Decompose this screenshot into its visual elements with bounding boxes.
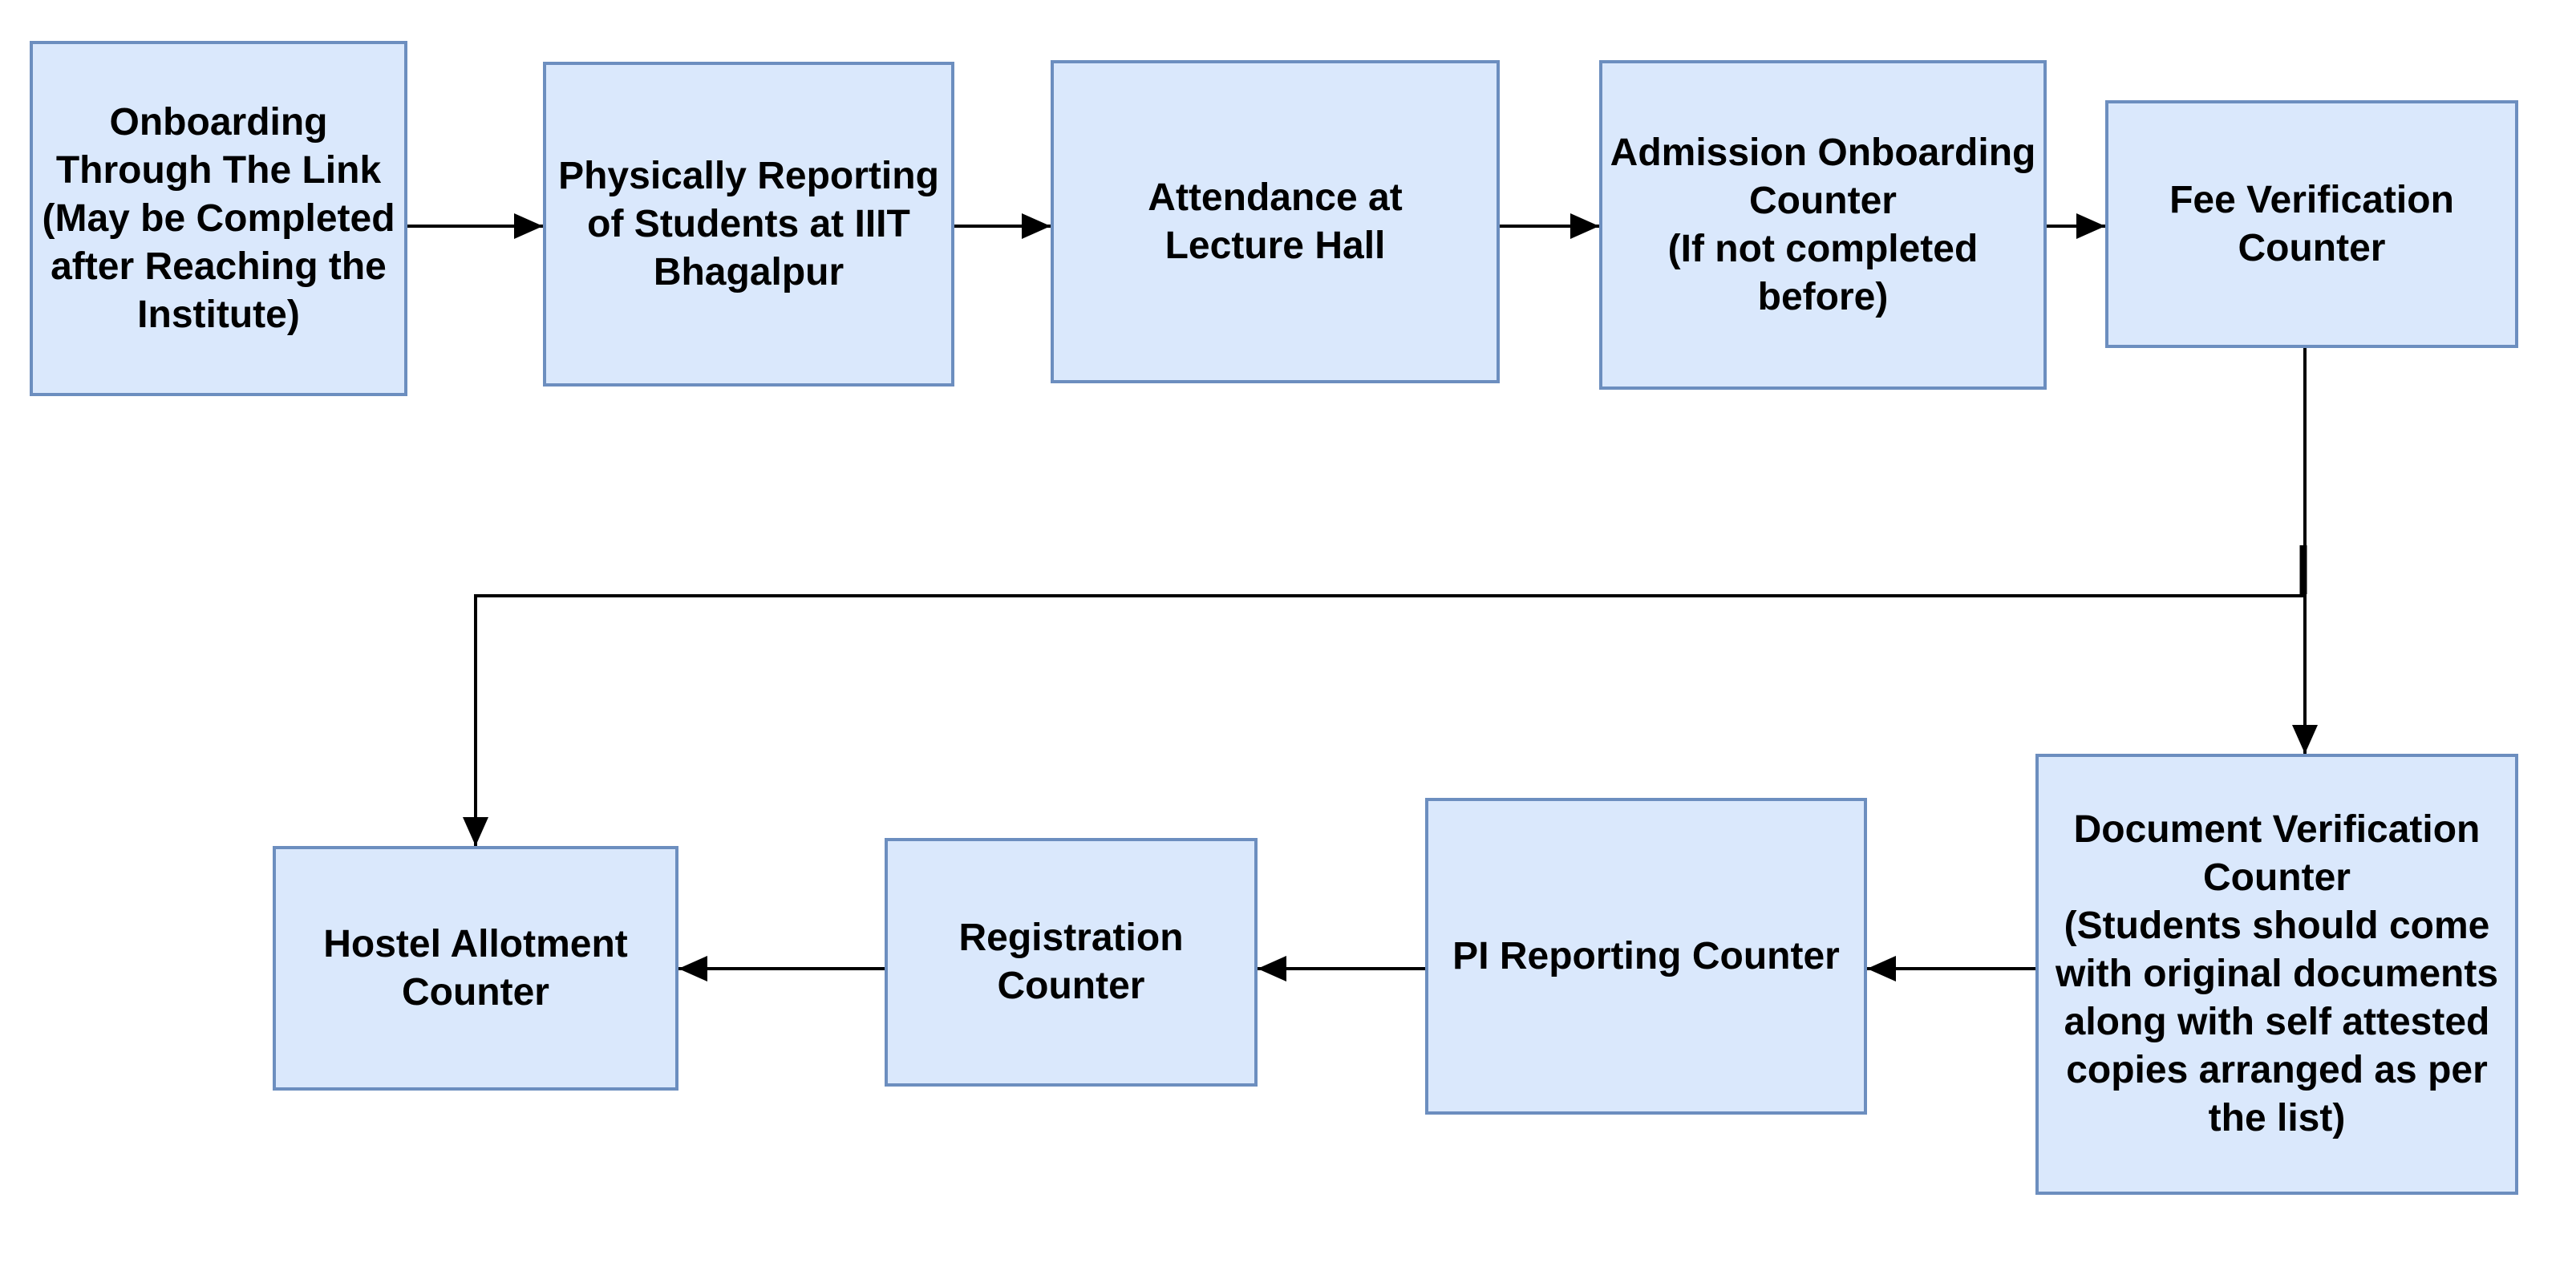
flow-node-document-verification-counter: Document Verification Counter (Students … [2035,754,2518,1195]
node-label: PI Reporting Counter [1452,934,1840,977]
flow-node-attendance-lecture-hall: Attendance at Lecture Hall [1051,60,1500,383]
node-label: Admission Onboarding Counter (If not com… [1610,131,2036,318]
flow-node-hostel-allotment-counter: Hostel Allotment Counter [273,846,678,1091]
node-label: Onboarding Through The Link (May be Comp… [42,100,395,336]
node-label: Fee Verification Counter [2169,178,2454,269]
node-label: Attendance at Lecture Hall [1148,176,1403,267]
node-label: Document Verification Counter (Students … [2055,808,2499,1139]
flow-node-physically-reporting: Physically Reporting of Students at IIIT… [543,62,954,387]
node-label: Registration Counter [958,917,1184,1007]
node-label: Physically Reporting of Students at IIIT… [558,154,939,293]
flow-node-admission-onboarding-counter: Admission Onboarding Counter (If not com… [1599,60,2047,390]
flow-node-pi-reporting-counter: PI Reporting Counter [1425,798,1867,1115]
flow-node-fee-verification-counter: Fee Verification Counter [2105,100,2518,348]
flow-node-onboarding-through-link: Onboarding Through The Link (May be Comp… [30,41,407,396]
flow-node-registration-counter: Registration Counter [885,838,1258,1087]
node-label: Hostel Allotment Counter [323,922,628,1014]
edge-fee-verification-branch-to-hostel-allotment [463,594,2305,846]
